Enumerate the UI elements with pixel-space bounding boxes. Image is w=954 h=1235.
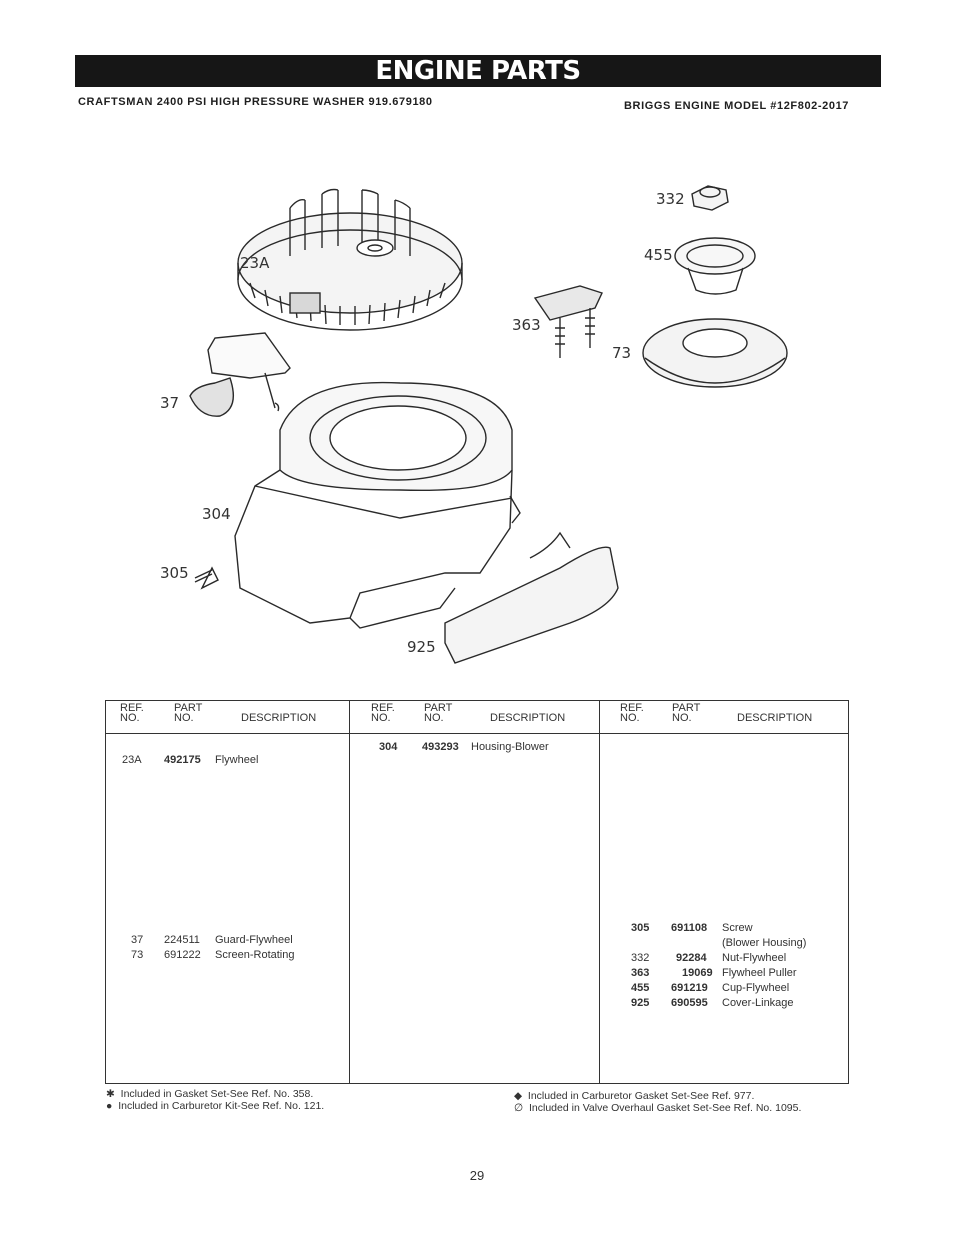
part-description: Guard-Flywheel: [215, 934, 293, 946]
header-description: DESCRIPTION: [737, 712, 813, 724]
exploded-parts-diagram: 23A 37 304 305 925 363 332 455 73: [140, 168, 800, 668]
column-divider: [349, 701, 350, 1083]
ref-number: 455: [631, 982, 650, 994]
blower-housing-drawing: [234, 381, 521, 629]
bullet-icon: ●: [106, 1100, 113, 1112]
callout-305: 305: [160, 564, 189, 582]
diamond-icon: ◆: [514, 1090, 523, 1102]
part-number: 691108: [671, 922, 708, 934]
header-description: DESCRIPTION: [490, 712, 566, 724]
part-number: 224511: [164, 934, 200, 946]
part-description: Screw: [722, 922, 753, 934]
callout-455: 455: [644, 246, 673, 264]
header-description: DESCRIPTION: [241, 712, 317, 724]
header-ref-no: NO.: [120, 712, 140, 724]
rotating-screen-drawing: [642, 318, 788, 388]
parts-illustration: [189, 185, 788, 664]
footnote-carburetor-gasket: ◆ Included in Carburetor Gasket Set-See …: [514, 1090, 755, 1102]
flywheel-cup-drawing: [674, 237, 756, 295]
column-divider: [599, 701, 600, 1083]
part-description: Cover-Linkage: [722, 997, 794, 1009]
title-banner: ENGINE PARTS: [75, 55, 881, 87]
flywheel-drawing: [237, 188, 463, 331]
part-number: 690595: [671, 997, 708, 1009]
header-ref-no: NO.: [620, 712, 640, 724]
part-description: Screen-Rotating: [215, 949, 295, 961]
ref-number: 23A: [122, 754, 142, 766]
ref-number: 304: [379, 741, 398, 753]
footnote-valve-overhaul: ∅ Included in Valve Overhaul Gasket Set-…: [514, 1102, 802, 1114]
part-description: Housing-Blower: [471, 741, 549, 753]
engine-model-label: BRIGGS ENGINE MODEL #12F802-2017: [624, 100, 850, 112]
flywheel-guard-drawing: [189, 332, 291, 417]
parts-table: REF. NO. PART NO. DESCRIPTION REF. NO. P…: [105, 700, 849, 1084]
part-number: 493293: [422, 741, 459, 753]
part-number: 19069: [682, 967, 713, 979]
asterisk-icon: ✱: [106, 1088, 115, 1100]
header-part: PART: [424, 702, 453, 714]
footnote-gasket-set: ✱ Included in Gasket Set-See Ref. No. 35…: [106, 1088, 314, 1100]
part-number: 691219: [671, 982, 708, 994]
part-description-detail: (Blower Housing): [722, 937, 807, 949]
footnote-carburetor-kit: ● Included in Carburetor Kit-See Ref. No…: [106, 1100, 325, 1112]
screw-drawing: [194, 566, 219, 590]
part-description: Flywheel: [215, 754, 259, 766]
flywheel-puller-drawing: [533, 285, 603, 358]
header-divider: [106, 733, 848, 734]
linkage-cover-drawing: [444, 531, 619, 664]
part-number: 92284: [676, 952, 707, 964]
part-description: Nut-Flywheel: [722, 952, 787, 964]
ref-number: 305: [631, 922, 650, 934]
product-model-label: CRAFTSMAN 2400 PSI HIGH PRESSURE WASHER …: [78, 96, 433, 108]
callout-23a: 23A: [240, 254, 270, 272]
header-ref: REF.: [620, 702, 644, 714]
header-ref: REF.: [371, 702, 395, 714]
part-description: Flywheel Puller: [722, 967, 797, 979]
part-number: 691222: [164, 949, 201, 961]
header-part-no: NO.: [174, 712, 194, 724]
callout-925: 925: [407, 638, 436, 656]
ref-number: 363: [631, 967, 650, 979]
callout-73: 73: [612, 344, 632, 362]
part-description: Cup-Flywheel: [722, 982, 790, 994]
header-ref: REF.: [120, 702, 144, 714]
nut-drawing: [691, 185, 729, 211]
page-number: 29: [469, 1168, 485, 1183]
header-part: PART: [672, 702, 701, 714]
header-part: PART: [174, 702, 203, 714]
part-number: 492175: [164, 754, 201, 766]
page-title: ENGINE PARTS: [375, 56, 581, 86]
callout-304: 304: [202, 505, 231, 523]
ref-number: 925: [631, 997, 650, 1009]
header-part-no: NO.: [672, 712, 692, 724]
ref-number: 73: [131, 949, 144, 961]
header-part-no: NO.: [424, 712, 444, 724]
callout-37: 37: [160, 394, 180, 412]
ref-number: 37: [131, 934, 144, 946]
header-ref-no: NO.: [371, 712, 391, 724]
ref-number: 332: [631, 952, 650, 964]
callout-363: 363: [512, 316, 541, 334]
empty-set-icon: ∅: [514, 1102, 524, 1114]
callout-332: 332: [656, 190, 685, 208]
